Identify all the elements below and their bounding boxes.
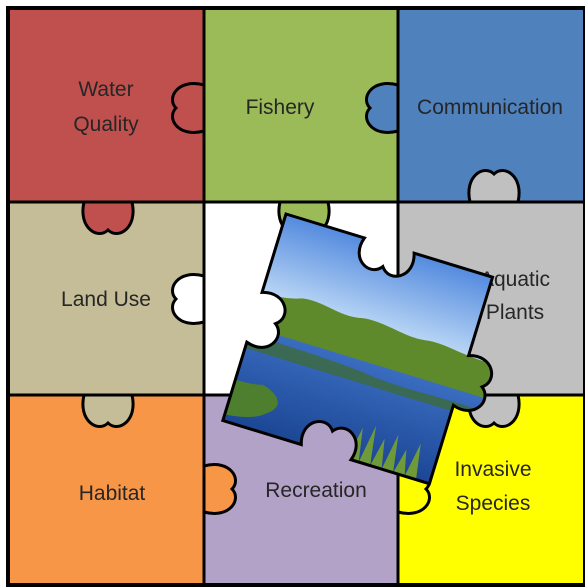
knob-land-use-down <box>81 393 135 428</box>
label-invasive-species-1: Invasive <box>454 458 531 481</box>
label-recreation: Recreation <box>265 479 367 502</box>
piece-land-use[interactable] <box>6 200 206 397</box>
photo-sky <box>228 214 520 383</box>
knob-communication-left <box>365 82 400 134</box>
photo-grass <box>347 425 421 480</box>
knob-habitat-right <box>202 463 237 515</box>
piece-water-quality[interactable] <box>6 6 206 204</box>
label-aquatic-plants-2: Plants <box>486 301 544 324</box>
knob-water-quality-right <box>171 82 206 134</box>
knob-aquatic-plants-up <box>467 169 521 204</box>
photo-reflection <box>222 321 487 421</box>
label-fishery: Fishery <box>246 96 315 119</box>
label-communication: Communication <box>417 96 563 119</box>
knob-land-use-right <box>171 273 206 325</box>
label-habitat: Habitat <box>79 482 146 505</box>
label-aquatic-plants-1: Aquatic <box>480 268 550 291</box>
piece-fishery[interactable] <box>202 6 400 204</box>
label-land-use: Land Use <box>61 288 151 311</box>
puzzle-border <box>6 6 585 587</box>
label-water-quality-1: Water <box>78 78 133 101</box>
photo-lily-pads <box>222 375 278 417</box>
knob-water-quality-down <box>81 200 135 235</box>
label-invasive-species-2: Species <box>456 492 531 515</box>
photo-piece-outline <box>220 212 495 486</box>
photo-treeline <box>222 292 502 406</box>
label-water-quality-2: Quality <box>73 113 139 136</box>
photo-puzzle-piece[interactable] <box>185 177 534 525</box>
